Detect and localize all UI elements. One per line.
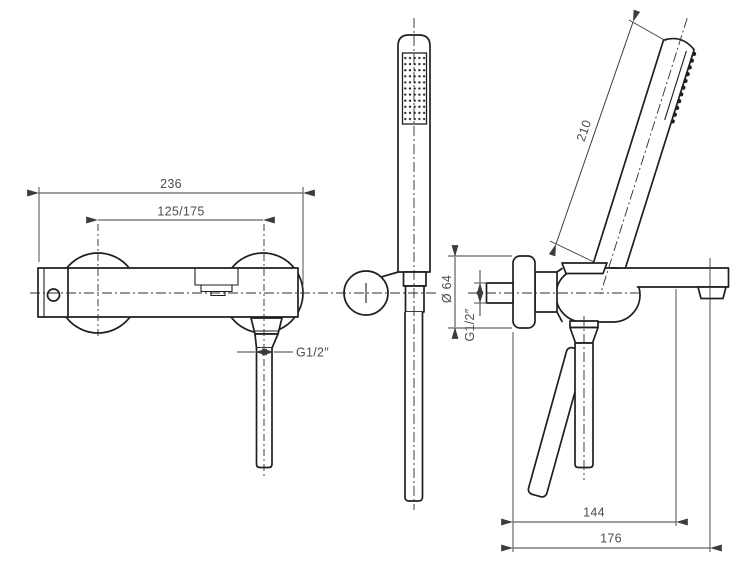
spout-outline xyxy=(610,267,730,288)
dim-label-front-outlet-thread: G1/2″ xyxy=(296,346,329,360)
side-hose-vertical xyxy=(574,342,594,469)
dim-label-shower-length: 210 xyxy=(574,118,594,143)
dim-label-depth-to-hose: 144 xyxy=(583,506,605,520)
handshower-spray-face xyxy=(401,52,428,125)
dim-label-escutcheon-diameter: Ø 64 xyxy=(440,275,454,303)
side-view xyxy=(485,37,730,498)
dim-label-front-width: 236 xyxy=(160,177,182,191)
handshower-view xyxy=(343,34,431,502)
handshower-hose-crimp xyxy=(404,285,425,313)
side-handshower xyxy=(591,37,697,276)
dimensions: 236 125/175 G1/2″ 210 Ø 64 G1/2″ 144 176 xyxy=(27,9,722,552)
diverter-detail xyxy=(194,268,239,297)
spray-strip-edge xyxy=(664,50,687,121)
spout-mouth xyxy=(697,286,727,300)
nozzle-bumps xyxy=(670,51,697,124)
dim-label-depth-overall: 176 xyxy=(600,532,622,546)
spout-cover xyxy=(612,269,728,287)
dim-label-inlet-thread: G1/2″ xyxy=(463,308,477,341)
handshower-hose xyxy=(404,312,424,502)
body-cylinder xyxy=(534,271,558,313)
wall-escutcheon-side xyxy=(512,255,536,329)
handshower-hose-nut xyxy=(402,271,427,287)
holder-cup-side xyxy=(561,262,608,275)
dim-label-front-centers: 125/175 xyxy=(157,205,204,219)
endcap-screw xyxy=(46,288,61,302)
holder-link-line xyxy=(380,270,401,278)
mixer-body-front xyxy=(37,267,299,318)
front-view xyxy=(37,252,304,469)
front-hose-connector xyxy=(250,317,283,349)
